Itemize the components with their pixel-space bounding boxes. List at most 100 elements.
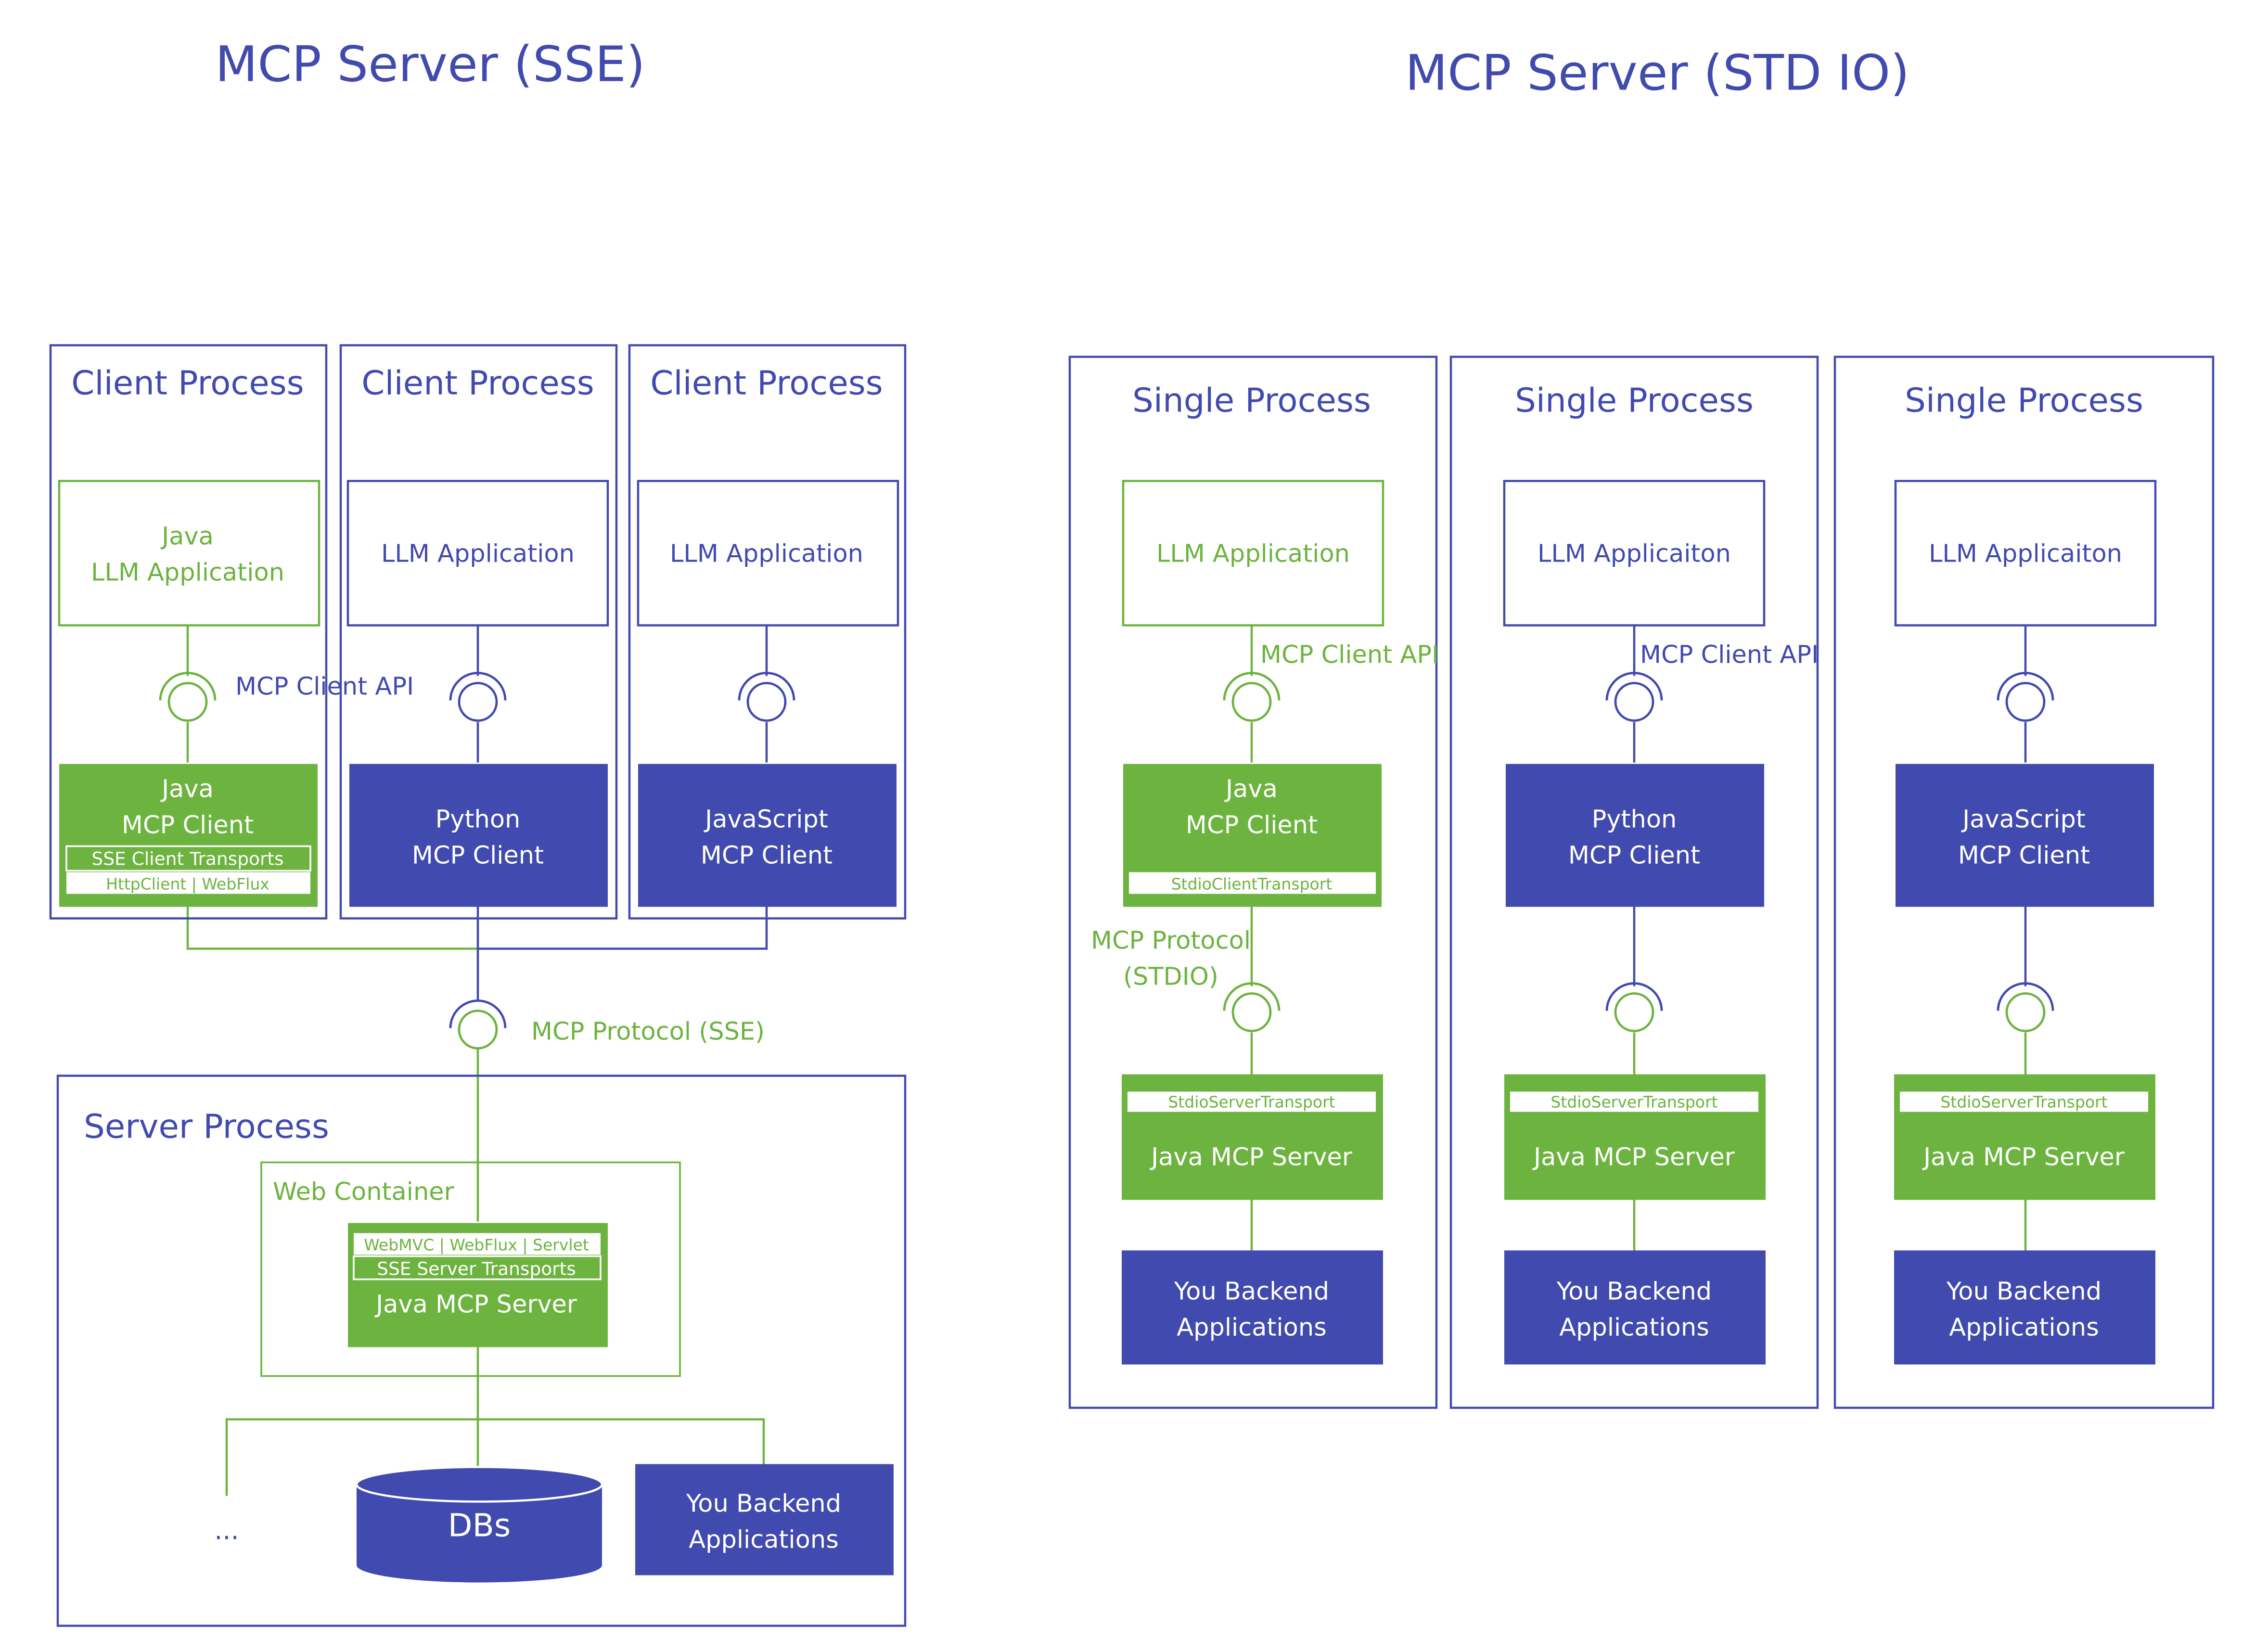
sse-connectors xyxy=(186,624,768,1496)
stdio-single-process-javascript: Single Process LLM Applicaiton JavaScrip… xyxy=(1833,356,2215,1409)
java-llm-application-line1: Java xyxy=(160,523,214,551)
sse-client-transport-label: SSE Client Transports xyxy=(91,848,283,870)
server-transport-box xyxy=(353,1255,602,1281)
stdio-backend-2 xyxy=(1504,1250,1766,1365)
stdio-single-process-java: Single Process LLM Application Java MCP … xyxy=(1068,356,1438,1409)
http-client-webflux-label: HttpClient | WebFlux xyxy=(106,875,269,894)
sse-client-api-label: MCP Client API xyxy=(235,673,414,701)
sse-client-api-sockets xyxy=(159,672,795,1050)
stdio-backend-2-line1: You Backend xyxy=(1556,1278,1712,1306)
stdio-js-mcp-client xyxy=(1896,764,2154,907)
socket-icon xyxy=(1997,672,2054,722)
stdio-client-transport-label: StdioClientTransport xyxy=(1171,875,1332,894)
stdio-llm-application-3-label: LLM Applicaiton xyxy=(1929,540,2122,568)
java-mcp-client-line2: MCP Client xyxy=(122,811,254,840)
stdio-single-process-python: Single Process LLM Applicaiton Python MC… xyxy=(1449,356,1819,1409)
stdio-server-transport-box-1 xyxy=(1127,1091,1376,1112)
stdio-llm-application-2 xyxy=(1503,480,1766,627)
sse-client-process-python: Client Process LLM Application Python MC… xyxy=(339,344,618,920)
sse-client-process-java: Client Process Java LLM Application Java… xyxy=(49,344,328,920)
python-mcp-client xyxy=(349,764,608,907)
java-llm-application-line2: LLM Application xyxy=(91,559,284,587)
python-llm-application-label: LLM Application xyxy=(381,540,575,568)
stdio-client-api-label-2: MCP Client API xyxy=(1640,641,1819,669)
stdio-client-transport-box xyxy=(1129,872,1376,894)
stdio-protocol-label-line2: (STDIO) xyxy=(1123,963,1218,991)
server-impl-box xyxy=(354,1233,601,1255)
stdio-backend-1 xyxy=(1122,1250,1383,1365)
stdio-server-transport-label-2: StdioServerTransport xyxy=(1550,1093,1717,1112)
stdio-server-name-3: Java MCP Server xyxy=(1922,1143,2125,1172)
stdio-llm-application-1 xyxy=(1122,480,1384,627)
client-process-label: Client Process xyxy=(650,364,883,403)
server-process-label: Server Process xyxy=(84,1108,329,1146)
socket-icon xyxy=(1605,982,1663,1032)
socket-icon xyxy=(159,672,217,722)
socket-icon xyxy=(449,672,507,722)
js-mcp-client-line2: MCP Client xyxy=(701,842,833,870)
stdio-llm-application-1-label: LLM Application xyxy=(1156,540,1350,568)
stdio-server-transport-box-2 xyxy=(1510,1091,1758,1112)
sse-backend-line2: Applications xyxy=(689,1526,839,1554)
dbs-label: DBs xyxy=(448,1507,511,1544)
socket-icon xyxy=(1605,672,1663,722)
single-process-label: Single Process xyxy=(1132,382,1371,420)
stdio-backend-1-line2: Applications xyxy=(1177,1314,1327,1342)
socket-icon xyxy=(1223,672,1281,722)
socket-icon xyxy=(738,672,795,722)
database-icon xyxy=(355,1466,603,1583)
sse-backend-line1: You Backend xyxy=(686,1490,841,1518)
stdio-llm-application-2-label: LLM Applicaiton xyxy=(1537,540,1731,568)
stdio-protocol-label-line1: MCP Protocol xyxy=(1091,927,1251,955)
stdio-sockets xyxy=(1223,672,2054,1032)
stdio-server-transport-label-1: StdioServerTransport xyxy=(1168,1093,1335,1112)
web-container xyxy=(260,1161,681,1377)
stdio-java-mcp-client-line1: Java xyxy=(1224,775,1278,804)
stdio-llm-application-3 xyxy=(1894,480,2157,627)
js-mcp-client xyxy=(638,764,897,907)
stdio-python-mcp-client xyxy=(1506,764,1764,907)
ellipsis-label: ... xyxy=(214,1515,239,1546)
stdio-backend-3-line2: Applications xyxy=(1949,1314,2099,1342)
stdio-java-mcp-client-line2: MCP Client xyxy=(1186,811,1318,840)
stdio-backend-3-line1: You Backend xyxy=(1946,1278,2101,1306)
stdio-backend-3 xyxy=(1894,1250,2155,1365)
server-name-label: Java MCP Server xyxy=(374,1291,577,1319)
js-llm-application-label: LLM Application xyxy=(670,540,863,568)
java-llm-application xyxy=(58,480,320,627)
stdio-backend-2-line2: Applications xyxy=(1559,1314,1709,1342)
sse-title: MCP Server (SSE) xyxy=(215,36,645,93)
stdio-python-mcp-client-line1: Python xyxy=(1592,806,1677,834)
stdio-server-transport-label-3: StdioServerTransport xyxy=(1940,1093,2107,1112)
client-process-label: Client Process xyxy=(71,364,304,403)
stdio-backend-1-line1: You Backend xyxy=(1174,1278,1329,1306)
single-process-label: Single Process xyxy=(1515,382,1754,420)
stdio-title: MCP Server (STD IO) xyxy=(1405,45,1909,102)
sse-client-process-javascript: Client Process LLM Application JavaScrip… xyxy=(628,344,907,920)
socket-icon xyxy=(1223,982,1281,1032)
sse-client-transport-box xyxy=(65,845,311,872)
sse-server-process: Server Process Web Container WebMVC | We… xyxy=(56,1075,907,1627)
socket-icon xyxy=(449,999,507,1050)
stdio-client-api-label-1: MCP Client API xyxy=(1260,641,1439,669)
python-mcp-client-line2: MCP Client xyxy=(412,842,544,870)
socket-icon xyxy=(1997,982,2054,1032)
server-impl-label: WebMVC | WebFlux | Servlet xyxy=(364,1236,589,1255)
http-client-webflux-box xyxy=(66,872,310,894)
stdio-js-mcp-client-line1: JavaScript xyxy=(1961,806,2086,834)
web-container-label: Web Container xyxy=(273,1178,454,1206)
js-llm-application xyxy=(637,480,899,627)
sse-backend-applications xyxy=(635,1464,894,1575)
python-mcp-client-line1: Python xyxy=(436,806,521,834)
client-process-label: Client Process xyxy=(361,364,594,403)
stdio-js-mcp-client-line2: MCP Client xyxy=(1958,842,2090,870)
stdio-server-name-2: Java MCP Server xyxy=(1532,1143,1735,1172)
stdio-server-name-1: Java MCP Server xyxy=(1150,1143,1352,1172)
sse-protocol-label: MCP Protocol (SSE) xyxy=(531,1018,765,1046)
single-process-label: Single Process xyxy=(1905,382,2143,420)
stdio-connectors xyxy=(1250,624,2027,1251)
stdio-server-transport-box-3 xyxy=(1900,1091,2148,1112)
stdio-python-mcp-client-line2: MCP Client xyxy=(1568,842,1700,870)
server-transport-label: SSE Server Transports xyxy=(377,1258,576,1280)
